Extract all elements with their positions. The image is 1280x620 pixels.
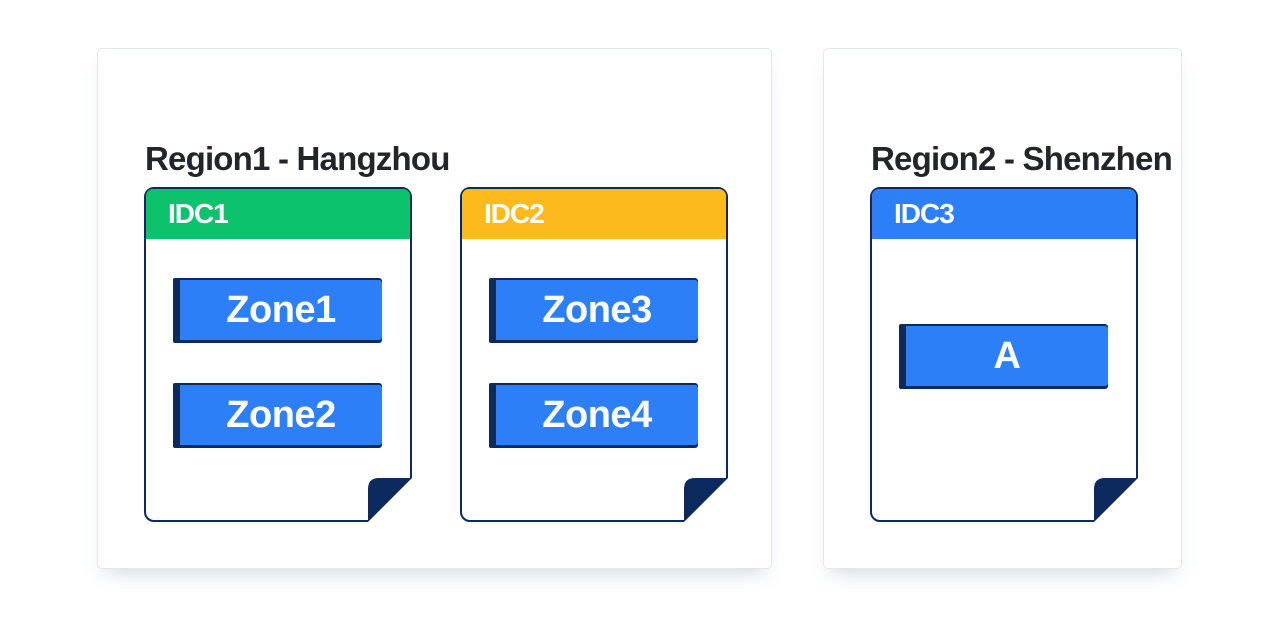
- region-title: Region2 - Shenzhen: [871, 140, 1173, 177]
- zone-label: Zone3: [542, 288, 652, 331]
- zone-item: A: [899, 324, 1108, 389]
- zone-label: A: [993, 334, 1021, 377]
- idc-card-2: IDC2 Zone3 Zone4: [460, 187, 728, 522]
- zone-item: Zone1: [173, 278, 382, 343]
- idc-card-3: IDC3 A: [870, 187, 1138, 522]
- idc-card-header: IDC3: [872, 189, 1136, 239]
- zone-item: Zone4: [489, 383, 698, 448]
- zone-label: Zone2: [226, 393, 336, 436]
- folded-corner-icon: [1094, 478, 1138, 522]
- zone-label: Zone4: [542, 393, 652, 436]
- region-container-2: Region2 - Shenzhen IDC3 A: [823, 48, 1182, 569]
- idc-label: IDC1: [168, 198, 229, 229]
- zone-item: Zone3: [489, 278, 698, 343]
- folded-corner-icon: [684, 478, 728, 522]
- idc-card-header: IDC2: [462, 189, 726, 239]
- folded-corner-icon: [368, 478, 412, 522]
- idc-card-header: IDC1: [146, 189, 410, 239]
- zone-item: Zone2: [173, 383, 382, 448]
- idc-label: IDC2: [484, 198, 545, 229]
- idc-card-1: IDC1 Zone1 Zone2: [144, 187, 412, 522]
- region-title: Region1 - Hangzhou: [145, 140, 450, 177]
- region-container-1: Region1 - Hangzhou IDC1 Zone1 Zone2 IDC2: [97, 48, 772, 569]
- idc-label: IDC3: [894, 198, 955, 229]
- zone-label: Zone1: [226, 288, 336, 331]
